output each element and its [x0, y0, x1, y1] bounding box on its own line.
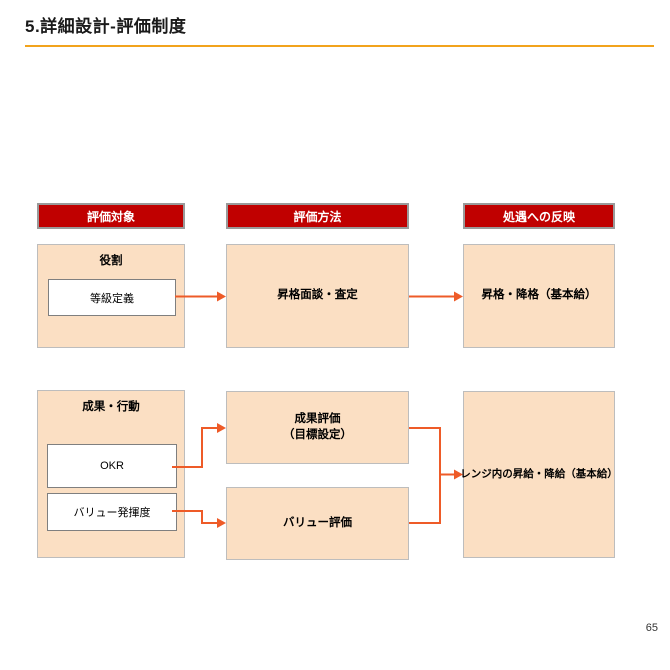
performance-evaluation-label-line1: 成果評価 [294, 412, 341, 425]
column-header-label: 評価対象 [86, 209, 135, 224]
performance-behavior-group-label: 成果・行動 [82, 401, 140, 413]
value-demonstration-box: バリュー発揮度 [47, 493, 177, 531]
value-demonstration-label: バリュー発揮度 [73, 507, 151, 519]
promotion-demotion-box: 昇格・降格（基本給） [463, 244, 615, 348]
arrowhead-okr-to-performance [217, 423, 226, 433]
okr-box: OKR [47, 444, 177, 488]
promotion-interview-box: 昇格面談・査定 [226, 244, 409, 348]
promotion-interview-label: 昇格面談・査定 [277, 289, 358, 302]
range-salary-box: レンジ内の昇給・降給（基本給） [460, 391, 618, 558]
range-salary-label: レンジ内の昇給・降給（基本給） [460, 468, 618, 481]
value-evaluation-label: バリュー評価 [283, 516, 352, 529]
grade-definition-box: 等級定義 [48, 279, 176, 316]
role-group-box: 役割 等級定義 [37, 244, 185, 348]
page-title: 5.詳細設計-評価制度 [25, 17, 187, 36]
okr-label: OKR [100, 460, 124, 472]
promotion-demotion-label: 昇格・降格（基本給） [481, 289, 597, 302]
column-header-label: 評価方法 [293, 209, 342, 224]
column-header-label: 処遇への反映 [502, 209, 575, 224]
value-evaluation-box: バリュー評価 [226, 487, 409, 560]
page-number: 65 [645, 622, 658, 634]
arrowhead-grade-to-interview [217, 291, 226, 302]
grade-definition-label: 等級定義 [90, 292, 134, 305]
column-header-evaluation-method: 評価方法 [226, 203, 409, 229]
performance-evaluation-box: 成果評価 （目標設定） [226, 391, 409, 464]
column-header-evaluation-target: 評価対象 [37, 203, 185, 229]
performance-behavior-group-box: 成果・行動 OKR バリュー発揮度 [37, 390, 185, 558]
arrowhead-value-to-valueeval [217, 518, 226, 528]
title-underline [25, 45, 654, 47]
arrowhead-interview-to-promotion [454, 291, 463, 302]
arrow-merge-line [409, 427, 441, 524]
role-group-label: 役割 [99, 255, 123, 267]
performance-evaluation-label-line2: （目標設定） [283, 428, 352, 441]
column-header-treatment-reflection: 処遇への反映 [463, 203, 615, 229]
